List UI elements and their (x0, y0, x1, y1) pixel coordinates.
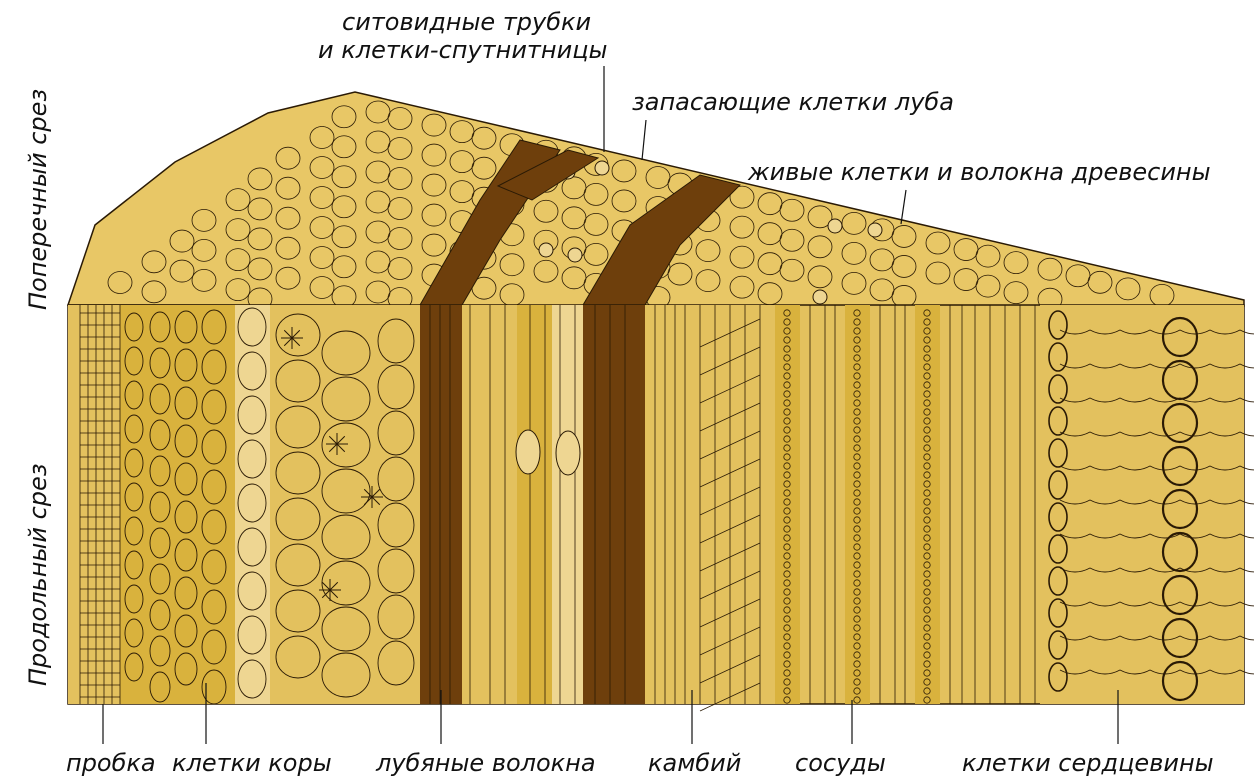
sieve-tube-cross (813, 290, 827, 304)
pith-cells-label: клетки сердцевины (962, 749, 1214, 777)
storage-cells-label: запасающие клетки луба (632, 88, 954, 116)
sieve-tube-cross (868, 223, 882, 237)
sieve-tube-cross (568, 248, 582, 262)
cambium-label: камбий (648, 749, 741, 777)
sieve-tube-cross (539, 243, 553, 257)
bark-cells-label: клетки коры (172, 749, 332, 777)
vessels-label: сосуды (795, 749, 886, 777)
pith-band (1040, 305, 1244, 704)
sieve-tube-cross (595, 161, 609, 175)
bast-fiber-band-2 (583, 305, 645, 704)
cross-section-label: Поперечный срез (24, 89, 52, 310)
phloem-band-2 (517, 305, 552, 704)
storage-cells-leader (642, 120, 646, 160)
sieve-plate (516, 430, 540, 474)
wood-band (915, 305, 940, 704)
living-cells-label: живые клетки и волокна древесины (747, 158, 1211, 186)
phloem-band-3 (552, 305, 583, 704)
bast-fiber-band-1 (420, 305, 462, 704)
sieve-tube-cross (828, 219, 842, 233)
cambium-band (645, 305, 775, 704)
sieve-tubes-label-line1: ситовидные трубки (342, 8, 591, 36)
vessel-band-1 (775, 305, 800, 704)
longitudinal-section-label: Продольный срез (24, 463, 52, 686)
vessel-band-2 (845, 305, 870, 704)
longitudinal-surface (68, 305, 1254, 711)
sieve-tubes-label-line2: и клетки-спутнитницы (318, 36, 607, 64)
sieve-plate (556, 431, 580, 475)
bast-fibers-label: лубяные волокна (375, 749, 596, 777)
cross-section-surface (68, 92, 1244, 310)
outer-bark-band (120, 305, 235, 704)
living-cells-leader (901, 190, 906, 224)
cork-label: пробка (66, 749, 156, 777)
